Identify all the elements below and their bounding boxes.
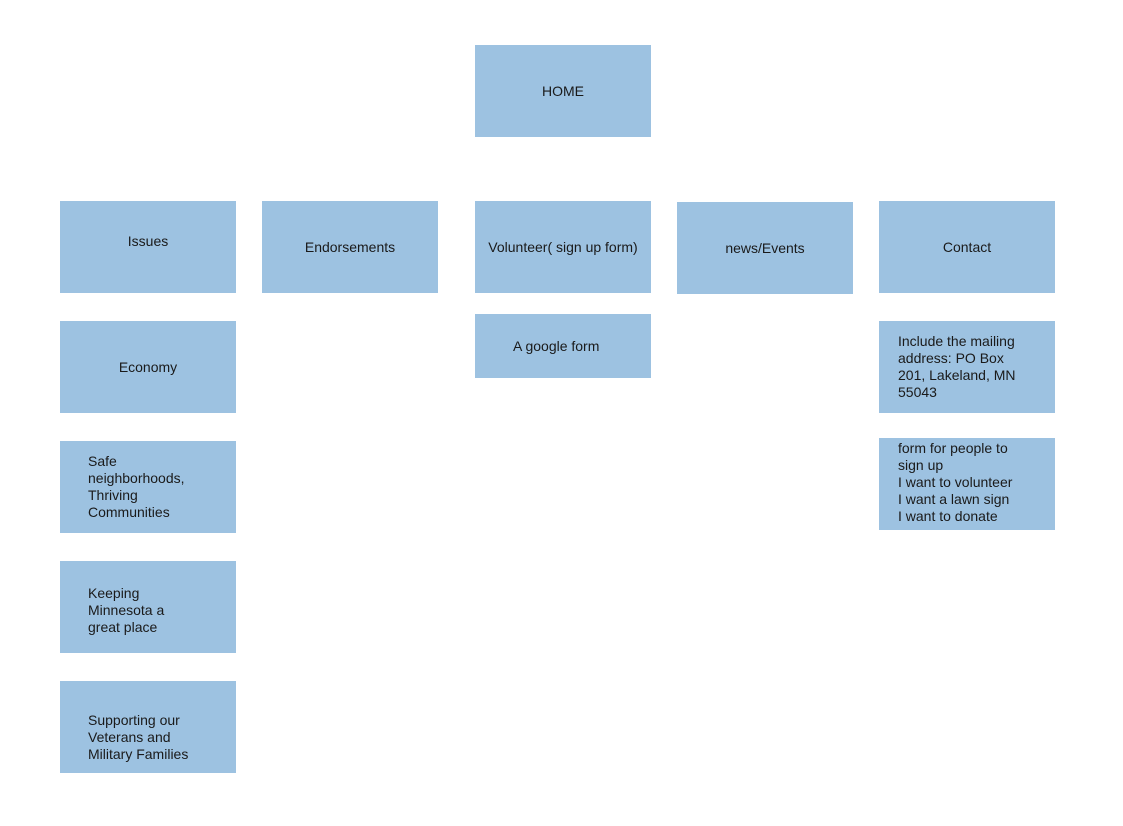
node-volunteer: Volunteer( sign up form) xyxy=(475,201,651,293)
signup-option-volunteer: I want to volunteer xyxy=(898,474,1013,490)
node-economy-label: Economy xyxy=(118,358,178,375)
node-news-events: news/Events xyxy=(677,202,853,294)
node-safe-neighborhoods-label: Safe neighborhoods, Thriving Communities xyxy=(88,453,185,520)
node-contact: Contact xyxy=(879,201,1055,293)
node-economy: Economy xyxy=(60,321,236,413)
node-keeping-minnesota: Keeping Minnesota a great place xyxy=(60,561,236,653)
node-veterans-label: Supporting our Veterans and Military Fam… xyxy=(88,712,189,762)
node-contact-label: Contact xyxy=(942,238,992,255)
node-veterans: Supporting our Veterans and Military Fam… xyxy=(60,681,236,773)
node-safe-neighborhoods: Safe neighborhoods, Thriving Communities xyxy=(60,441,236,533)
node-endorsements: Endorsements xyxy=(262,201,438,293)
signup-option-donate: I want to donate xyxy=(898,508,998,524)
signup-option-lawn-sign: I want a lawn sign xyxy=(898,491,1010,507)
node-issues: Issues xyxy=(60,201,236,293)
node-google-form: A google form xyxy=(475,314,651,378)
node-issues-label: Issues xyxy=(127,233,169,249)
node-news-events-label: news/Events xyxy=(725,239,805,256)
node-home: HOME xyxy=(475,45,651,137)
node-mailing-address-label: Include the mailing address: PO Box 201,… xyxy=(898,333,1016,400)
node-signup-form: form for people to sign up I want to vol… xyxy=(879,438,1055,530)
node-keeping-minnesota-label: Keeping Minnesota a great place xyxy=(88,584,165,635)
node-mailing-address: Include the mailing address: PO Box 201,… xyxy=(879,321,1055,413)
node-home-label: HOME xyxy=(542,82,584,99)
signup-form-line: form for people to sign up xyxy=(898,440,1008,473)
node-volunteer-label: Volunteer( sign up form) xyxy=(488,238,638,255)
node-endorsements-label: Endorsements xyxy=(304,238,396,255)
node-google-form-label: A google form xyxy=(513,337,600,354)
